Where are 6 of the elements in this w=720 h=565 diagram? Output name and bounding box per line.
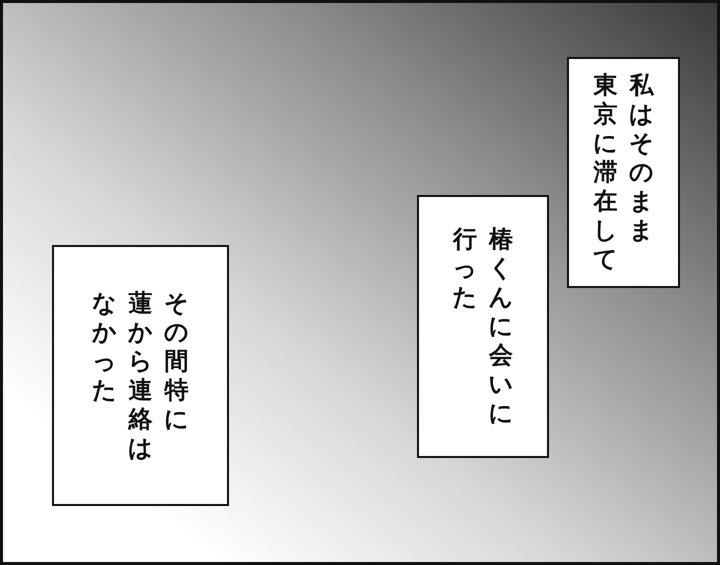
caption-box [52,245,229,506]
caption-box [417,195,549,458]
caption-text: 椿くんに会いに行った [452,225,514,428]
caption-box [567,57,680,288]
caption-text: 私はそのまま東京に滞在して [592,71,654,274]
caption-text: その間特に蓮から連絡はなかった [92,288,190,462]
